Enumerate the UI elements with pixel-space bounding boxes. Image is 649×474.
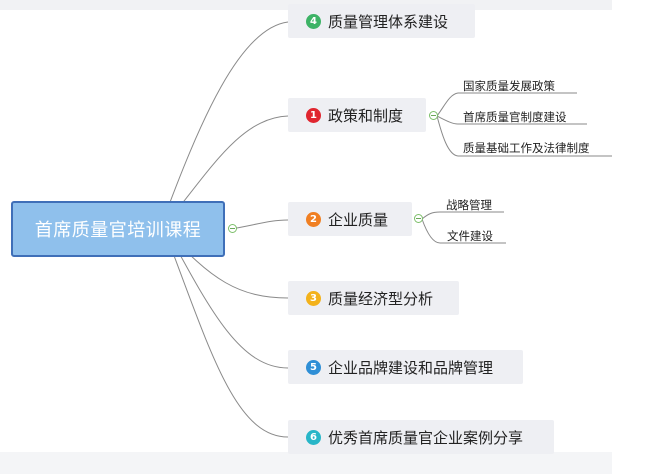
edge-root-topic-2 [230,219,289,230]
canvas-bottom-strip [0,452,612,474]
topic-1-collapse-toggle-icon[interactable] [429,111,438,120]
topic-label: 质量经济型分析 [328,289,434,308]
number-badge-icon: 1 [306,107,321,123]
topic-enterprise-quality[interactable]: 2 企业质量 [288,202,412,236]
subtopic-national-quality-policy[interactable]: 国家质量发展政策 [463,79,555,93]
topic-cqo-case-sharing[interactable]: 6 优秀首席质量官企业案例分享 [288,420,554,454]
number-badge-icon: 2 [306,211,321,227]
number-badge-icon: 3 [306,290,321,306]
topic-policy-and-system[interactable]: 1 政策和制度 [288,98,426,132]
topic-quality-management-system[interactable]: 4 质量管理体系建设 [288,4,475,38]
root-node[interactable]: 首席质量官培训课程 [11,201,225,257]
topic-label: 质量管理体系建设 [328,12,449,31]
edge-topic-2-child-2 [421,218,506,244]
topic-quality-economic-analysis[interactable]: 3 质量经济型分析 [288,281,459,315]
edge-root-topic-4 [159,21,289,230]
edge-topic-1-child-1 [436,92,577,117]
edge-topic-1-child-3 [436,115,612,157]
root-label: 首席质量官培训课程 [34,220,202,241]
topic-label: 政策和制度 [328,106,404,125]
root-collapse-toggle-icon[interactable] [228,224,237,233]
topic-brand-building[interactable]: 5 企业品牌建设和品牌管理 [288,350,523,384]
topic-2-collapse-toggle-icon[interactable] [414,214,423,223]
number-badge-icon: 4 [306,13,321,29]
topic-label: 企业品牌建设和品牌管理 [328,358,494,377]
topic-label: 优秀首席质量官企业案例分享 [328,428,524,447]
edge-topic-1-child-2 [436,115,587,125]
subtopic-cqo-system-building[interactable]: 首席质量官制度建设 [463,110,567,124]
edge-topic-2-child-1 [421,211,504,220]
topic-label: 企业质量 [328,210,389,229]
subtopic-document-building[interactable]: 文件建设 [447,229,493,243]
subtopic-strategy-management[interactable]: 战略管理 [446,198,492,212]
edge-root-topic-5 [165,228,289,369]
number-badge-icon: 6 [306,429,321,445]
number-badge-icon: 5 [306,359,321,375]
edge-root-topic-6 [163,228,289,438]
subtopic-quality-foundation-law[interactable]: 质量基础工作及法律制度 [463,141,590,155]
